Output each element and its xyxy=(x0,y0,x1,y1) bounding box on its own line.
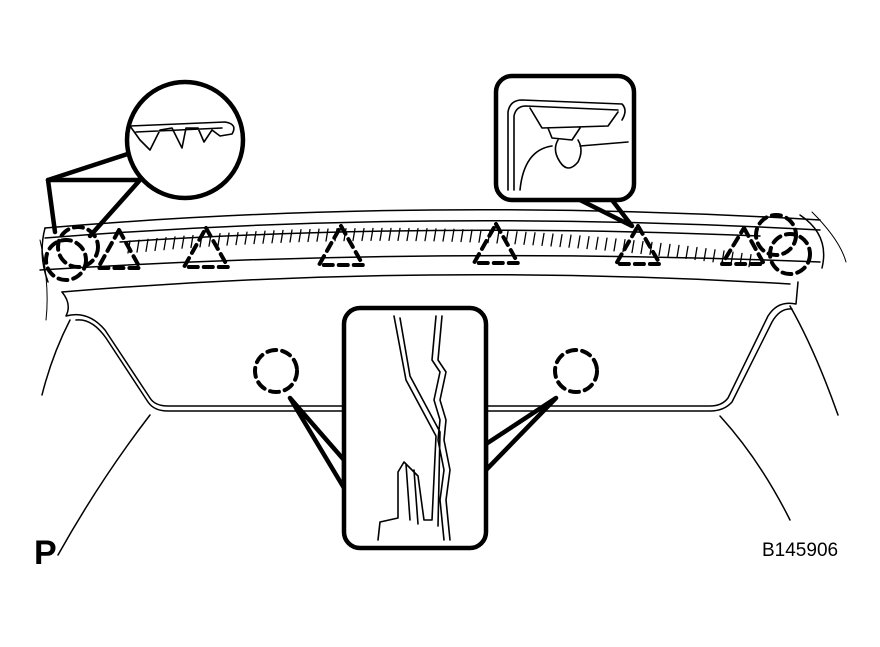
main-panel xyxy=(39,211,847,556)
strip-inner-edge xyxy=(44,219,821,239)
figure-code-label: B145906 xyxy=(762,540,839,561)
panel-lower-left-line xyxy=(57,414,151,556)
upper-trim-strip xyxy=(39,208,825,293)
clip-marker-panel-right xyxy=(553,348,599,394)
clip-marker-left-2 xyxy=(44,238,88,282)
claw-marker-6 xyxy=(720,226,766,266)
callout-left-detail xyxy=(45,79,246,239)
clip-marker-left-1 xyxy=(56,225,100,269)
callout-right-leader xyxy=(577,197,635,229)
callout-right-detail xyxy=(493,73,637,229)
strip-lower-edge xyxy=(39,254,821,271)
callout-center-box xyxy=(341,305,489,551)
claw-marker-3 xyxy=(317,224,365,267)
side-line-right-top xyxy=(811,211,847,263)
strip-top-edge xyxy=(44,208,821,229)
clip-marker-panel-left xyxy=(253,348,299,394)
callout-right-box xyxy=(493,73,637,203)
callout-left-clip-shape xyxy=(129,121,235,151)
callout-right-clip-shape xyxy=(507,99,629,191)
view-letter-label: P xyxy=(34,534,57,572)
markers xyxy=(44,213,812,394)
callout-left-bubble xyxy=(124,79,246,201)
callout-center-section-shape xyxy=(377,315,451,541)
strip-bottom-edge xyxy=(61,273,791,293)
claw-marker-2 xyxy=(182,226,230,269)
callout-center-leader-right xyxy=(483,395,559,473)
callout-center-detail xyxy=(287,305,559,551)
strip-right-end xyxy=(799,214,825,269)
clip-marker-right-2 xyxy=(768,232,812,276)
panel-far-right-line xyxy=(789,305,839,416)
panel-outline-outer xyxy=(61,281,799,407)
hatched-groove-top xyxy=(119,229,761,243)
claw-marker-4 xyxy=(472,222,520,265)
claw-marker-5 xyxy=(614,224,662,266)
panel-lower-right-line xyxy=(719,415,791,521)
claw-marker-1 xyxy=(96,228,142,270)
callout-left-leader xyxy=(45,177,143,239)
panel-far-left-line xyxy=(41,319,71,396)
side-line-left-top xyxy=(39,239,48,321)
